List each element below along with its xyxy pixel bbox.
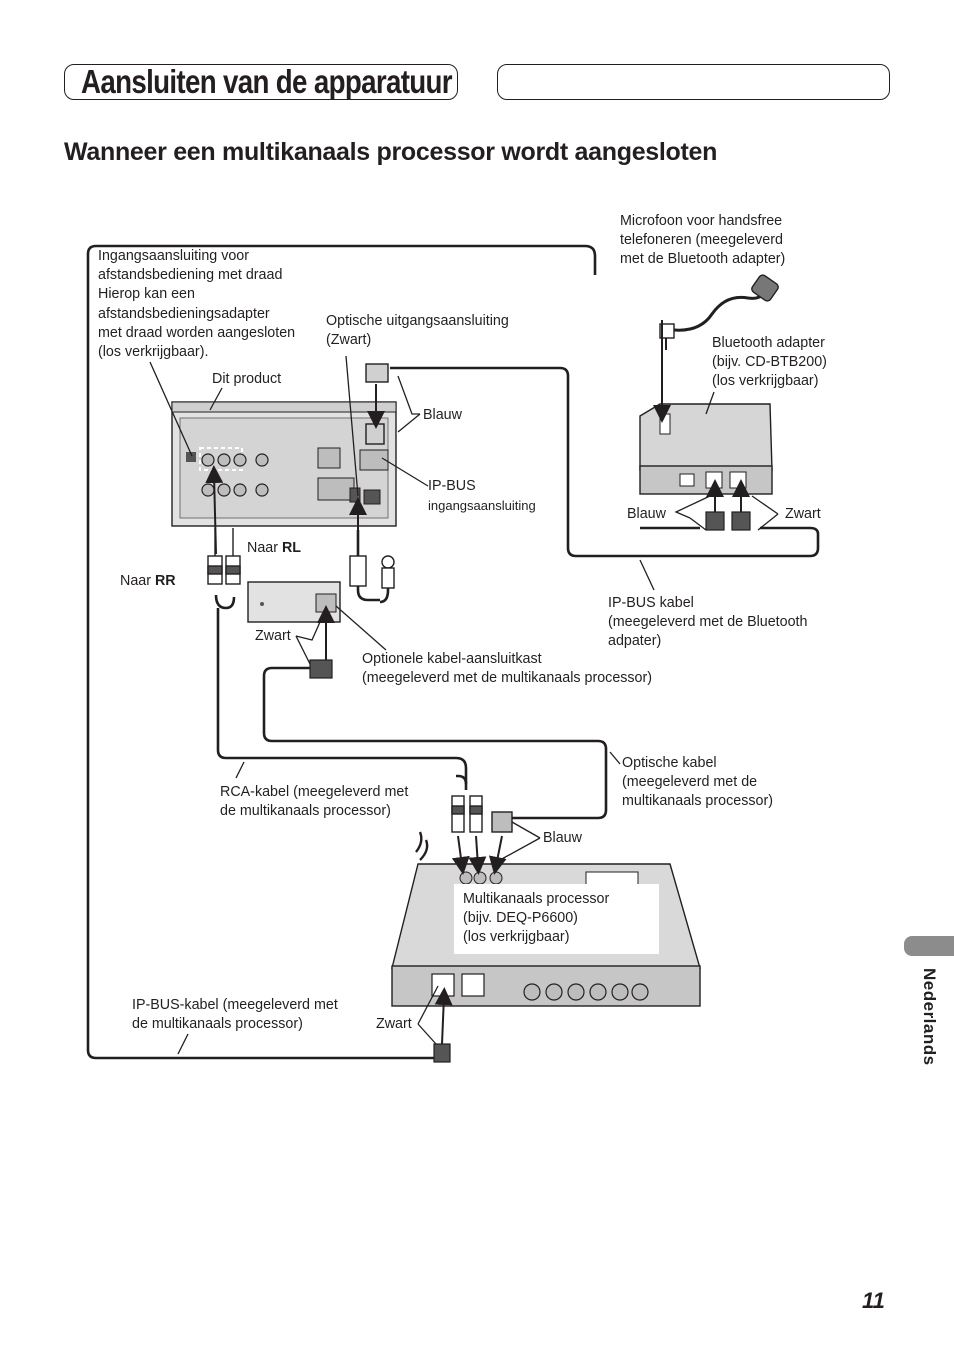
bluetooth-adapter: [639, 403, 773, 495]
label-to-rl: Naar RL: [247, 540, 302, 556]
section-title: Aansluiten van de apparatuur: [81, 63, 453, 100]
optical-plug-main: [349, 555, 395, 589]
label-ipbus-cable-bt: IP-BUS kabel (meegeleverd met de Bluetoo…: [608, 595, 808, 650]
main-unit-rear: [171, 401, 397, 527]
section-header: Aansluiten van de apparatuur: [64, 64, 458, 100]
label-blue-1: Blauw: [423, 407, 462, 423]
label-blue-2: Blauw: [543, 830, 582, 846]
optical-cable: [262, 666, 608, 820]
rca-plugs-main: [207, 528, 241, 585]
label-to-rr: Naar RR: [120, 573, 176, 589]
cable-junction: [356, 530, 390, 604]
label-this-product: Dit product: [212, 371, 282, 387]
label-ipbus-input: IP-BUS ingangsaansluiting: [428, 478, 536, 514]
rca-cable: [214, 594, 468, 790]
label-processor: Multikanaals processor (bijv. DEQ-P6600)…: [463, 891, 610, 946]
main-unit-rca-jacks: [201, 453, 269, 497]
page-number: 11: [862, 1288, 885, 1313]
ipbus-cable-left: [86, 244, 585, 1060]
multichannel-processor: [391, 863, 701, 1007]
language-label: Nederlands: [920, 968, 939, 1066]
processor-wires-left: [415, 831, 429, 861]
label-bt-black: Zwart: [785, 506, 821, 522]
microphone-icon: [659, 274, 779, 350]
label-ipbus-cable-processor: IP-BUS-kabel (meegeleverd met de multika…: [132, 997, 338, 1033]
page-title: Wanneer een multikanaals processor wordt…: [64, 138, 718, 166]
label-wired-remote: Ingangsaansluiting voor afstandsbedienin…: [98, 248, 296, 361]
label-optical-output: Optische uitgangsaansluiting (Zwart): [326, 313, 509, 349]
label-bluetooth-adapter: Bluetooth adapter (bijv. CD-BTB200) (los…: [712, 335, 827, 390]
bt-plugs: [705, 511, 751, 531]
label-rca-cable: RCA-kabel (meegeleverd met de multikanaa…: [220, 784, 409, 820]
ipbus-cable-right: [390, 244, 820, 558]
label-black-2: Zwart: [376, 1016, 412, 1032]
label-microphone: Microfoon voor handsfree telefoneren (me…: [620, 213, 786, 268]
header-right-box: [497, 64, 890, 100]
microphone-cable: [673, 289, 768, 332]
leader-lines: [149, 355, 779, 1055]
label-black-1: Zwart: [255, 628, 291, 644]
language-tab: [904, 936, 954, 956]
label-junction-box: Optionele kabel-aansluitkast (meegelever…: [362, 651, 653, 687]
junction-plug-black: [309, 659, 333, 679]
processor-ipbus-plug: [433, 1043, 451, 1063]
connection-arrows: [205, 320, 750, 1045]
label-bt-blue: Blauw: [627, 506, 666, 522]
label-optical-cable: Optische kabel (meegeleverd met de multi…: [622, 755, 773, 810]
processor-rca-plugs: [451, 795, 483, 833]
processor-optical-plug: [491, 811, 513, 833]
